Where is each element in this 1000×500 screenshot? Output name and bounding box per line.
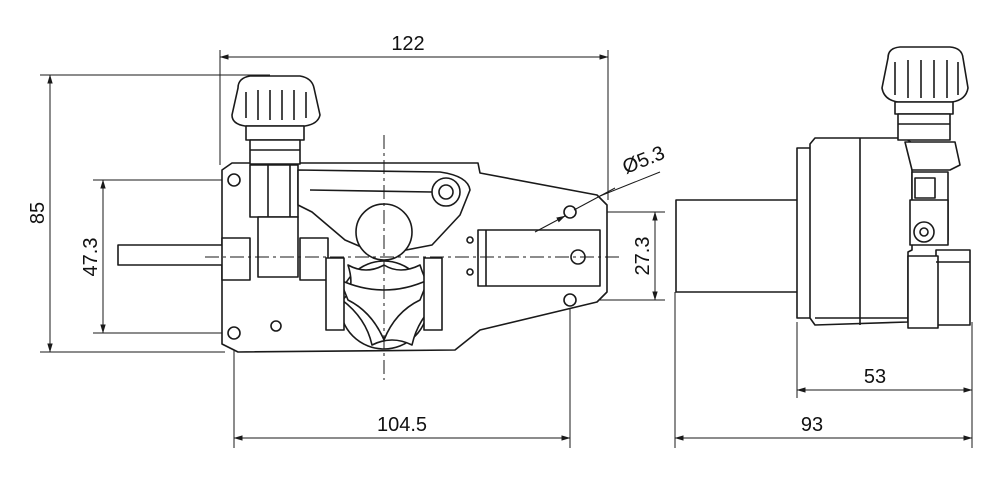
front-view: 122 85 47.3 Ø5.3 27.3 104.5 [27,33,668,448]
side-cylinder [675,199,799,293]
centerlines-front [205,135,620,380]
dim-side-depth: 53 [864,366,886,388]
dim-hole-diameter: Ø5.3 [620,142,668,179]
extension-lines-front [40,50,665,448]
adjust-knob-side [881,46,969,141]
adjust-knob-front [231,75,321,165]
dim-overall-width: 122 [391,33,424,55]
dim-height: 85 [27,202,49,224]
feed-roller [325,257,443,350]
side-view: 53 93 [674,46,973,448]
side-housing [809,137,913,326]
dimension-lines-front [47,54,661,441]
drive-shaft [117,244,229,266]
dim-hole-spacing-horizontal: 104.5 [377,414,427,436]
dim-flange-height: 27.3 [632,237,654,276]
extension-lines-side [674,292,973,448]
dim-hole-spacing-vertical: 47.3 [80,238,102,277]
dim-side-overall-depth: 93 [801,414,823,436]
shaft-collar [221,237,251,281]
tension-arm-assembly [249,164,471,281]
